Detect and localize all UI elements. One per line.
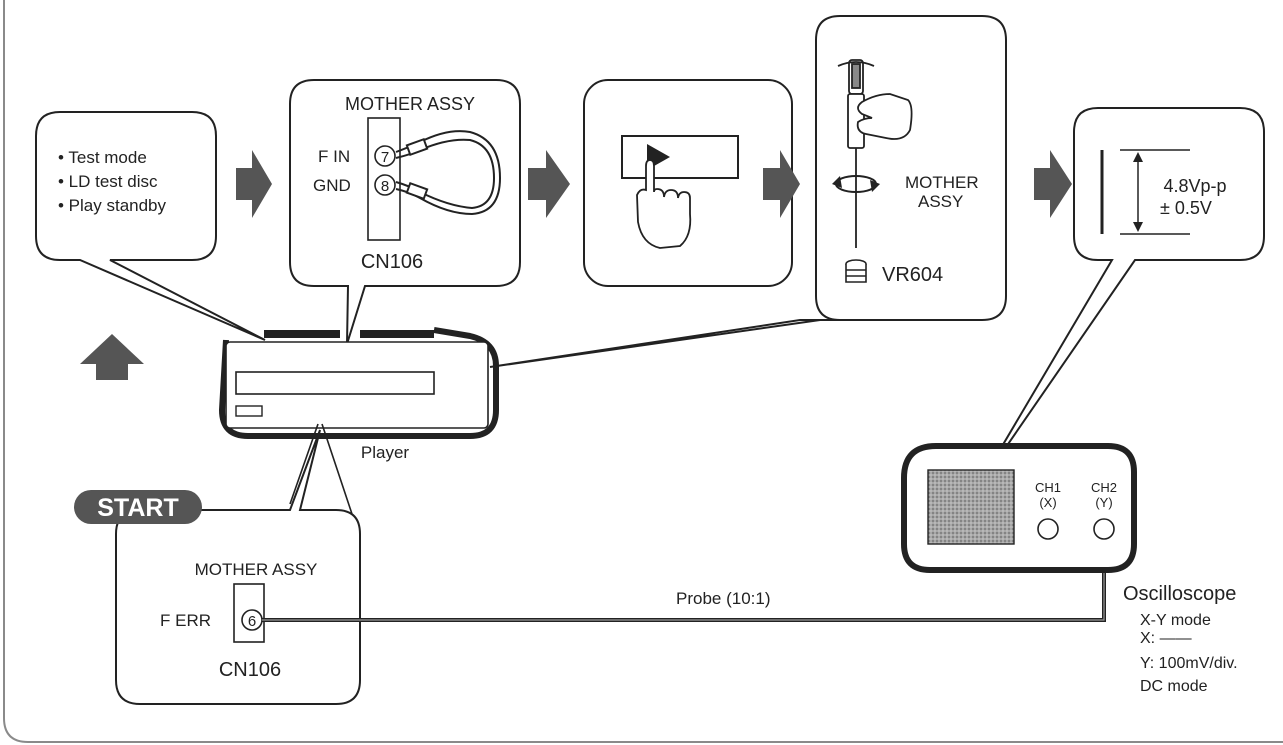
ch1-jack-icon	[1037, 518, 1059, 540]
scope-display-box: 4.8Vp-p ± 0.5V	[974, 107, 1265, 493]
status-item-play-standby: • Play standby	[58, 196, 167, 215]
play-button-box	[583, 79, 793, 287]
screwdriver-icon	[837, 59, 875, 248]
potentiometer-icon	[845, 259, 867, 283]
start-badge-label: START	[97, 494, 178, 522]
pin-6-number: 6	[248, 613, 256, 630]
oscilloscope-title: Oscilloscope	[1123, 583, 1236, 605]
player-label: Player	[361, 443, 410, 462]
adjust-board-line1: MOTHER	[905, 173, 979, 192]
pin-7-number: 7	[381, 149, 389, 166]
tolerance-value: ± 0.5V	[1160, 198, 1212, 218]
oscilloscope-screen	[927, 469, 1015, 545]
ch2-jack-icon	[1093, 518, 1115, 540]
disc-tray	[235, 371, 435, 395]
hand-icon	[856, 93, 913, 140]
player-device	[218, 327, 499, 515]
setting-dc-mode: DC mode	[1140, 678, 1208, 695]
flow-arrow-4-icon	[1034, 150, 1072, 218]
play-button	[621, 135, 739, 179]
flow-arrows	[80, 150, 1072, 380]
rotate-arrow-left-icon	[832, 176, 842, 188]
start-box: START MOTHER ASSY F ERR 6 CN106	[74, 429, 361, 705]
amplitude-value: 4.8Vp-p	[1163, 176, 1226, 196]
status-item-ld-test-disc: • LD test disc	[58, 172, 158, 191]
pin-label-f-err: F ERR	[160, 611, 211, 630]
return-arrow-up-icon	[80, 334, 144, 380]
connector-cn106-top: CN106	[361, 251, 423, 273]
arrow-up-icon	[1133, 152, 1143, 162]
connector-cn106-bottom: CN106	[219, 659, 281, 681]
mother-top-title: MOTHER ASSY	[345, 94, 475, 114]
status-item-test-mode: • Test mode	[58, 148, 147, 167]
start-connector-strip	[233, 583, 265, 643]
jumper-wire	[395, 130, 502, 216]
status-box: • Test mode • LD test disc • Play standb…	[35, 111, 266, 341]
connector-strip	[367, 117, 401, 241]
pin-label-gnd: GND	[313, 176, 351, 195]
probe-cable-highlight	[262, 556, 1105, 621]
ch2-label-line1: CH2	[1091, 480, 1117, 495]
mother-assy-top-box: MOTHER ASSY F IN 7 GND 8 CN106	[289, 79, 521, 345]
oscilloscope-device: CH1 (X) CH2 (Y)	[901, 443, 1137, 573]
player-indicator	[235, 405, 263, 417]
ch1-label-line2: (X)	[1039, 495, 1056, 510]
setting-xy-mode: X-Y mode	[1140, 612, 1211, 629]
pin-7-circle	[374, 145, 396, 167]
rotate-arrow-right-icon	[870, 180, 880, 192]
pin-label-f-in: F IN	[318, 147, 350, 166]
arrow-down-icon	[1133, 222, 1143, 232]
pin-8-number: 8	[381, 178, 389, 195]
adjustment-box: MOTHER ASSY VR604	[489, 15, 1007, 368]
ch2-label-line2: (Y)	[1095, 495, 1112, 510]
pointing-hand-icon	[636, 159, 692, 249]
setting-x: X: ——	[1140, 630, 1192, 647]
flow-arrow-1-icon	[236, 150, 272, 218]
flow-arrow-3-icon	[763, 150, 800, 218]
start-badge	[74, 490, 202, 524]
adjust-board-line2: ASSY	[918, 192, 963, 211]
flow-arrow-2-icon	[528, 150, 570, 218]
part-vr604: VR604	[882, 264, 943, 286]
setting-y: Y: 100mV/div.	[1140, 655, 1238, 672]
probe-label: Probe (10:1)	[676, 589, 771, 608]
outer-frame	[3, 0, 1283, 743]
ch1-label-line1: CH1	[1035, 480, 1061, 495]
pin-8-circle	[374, 174, 396, 196]
start-mother-title: MOTHER ASSY	[195, 560, 318, 579]
